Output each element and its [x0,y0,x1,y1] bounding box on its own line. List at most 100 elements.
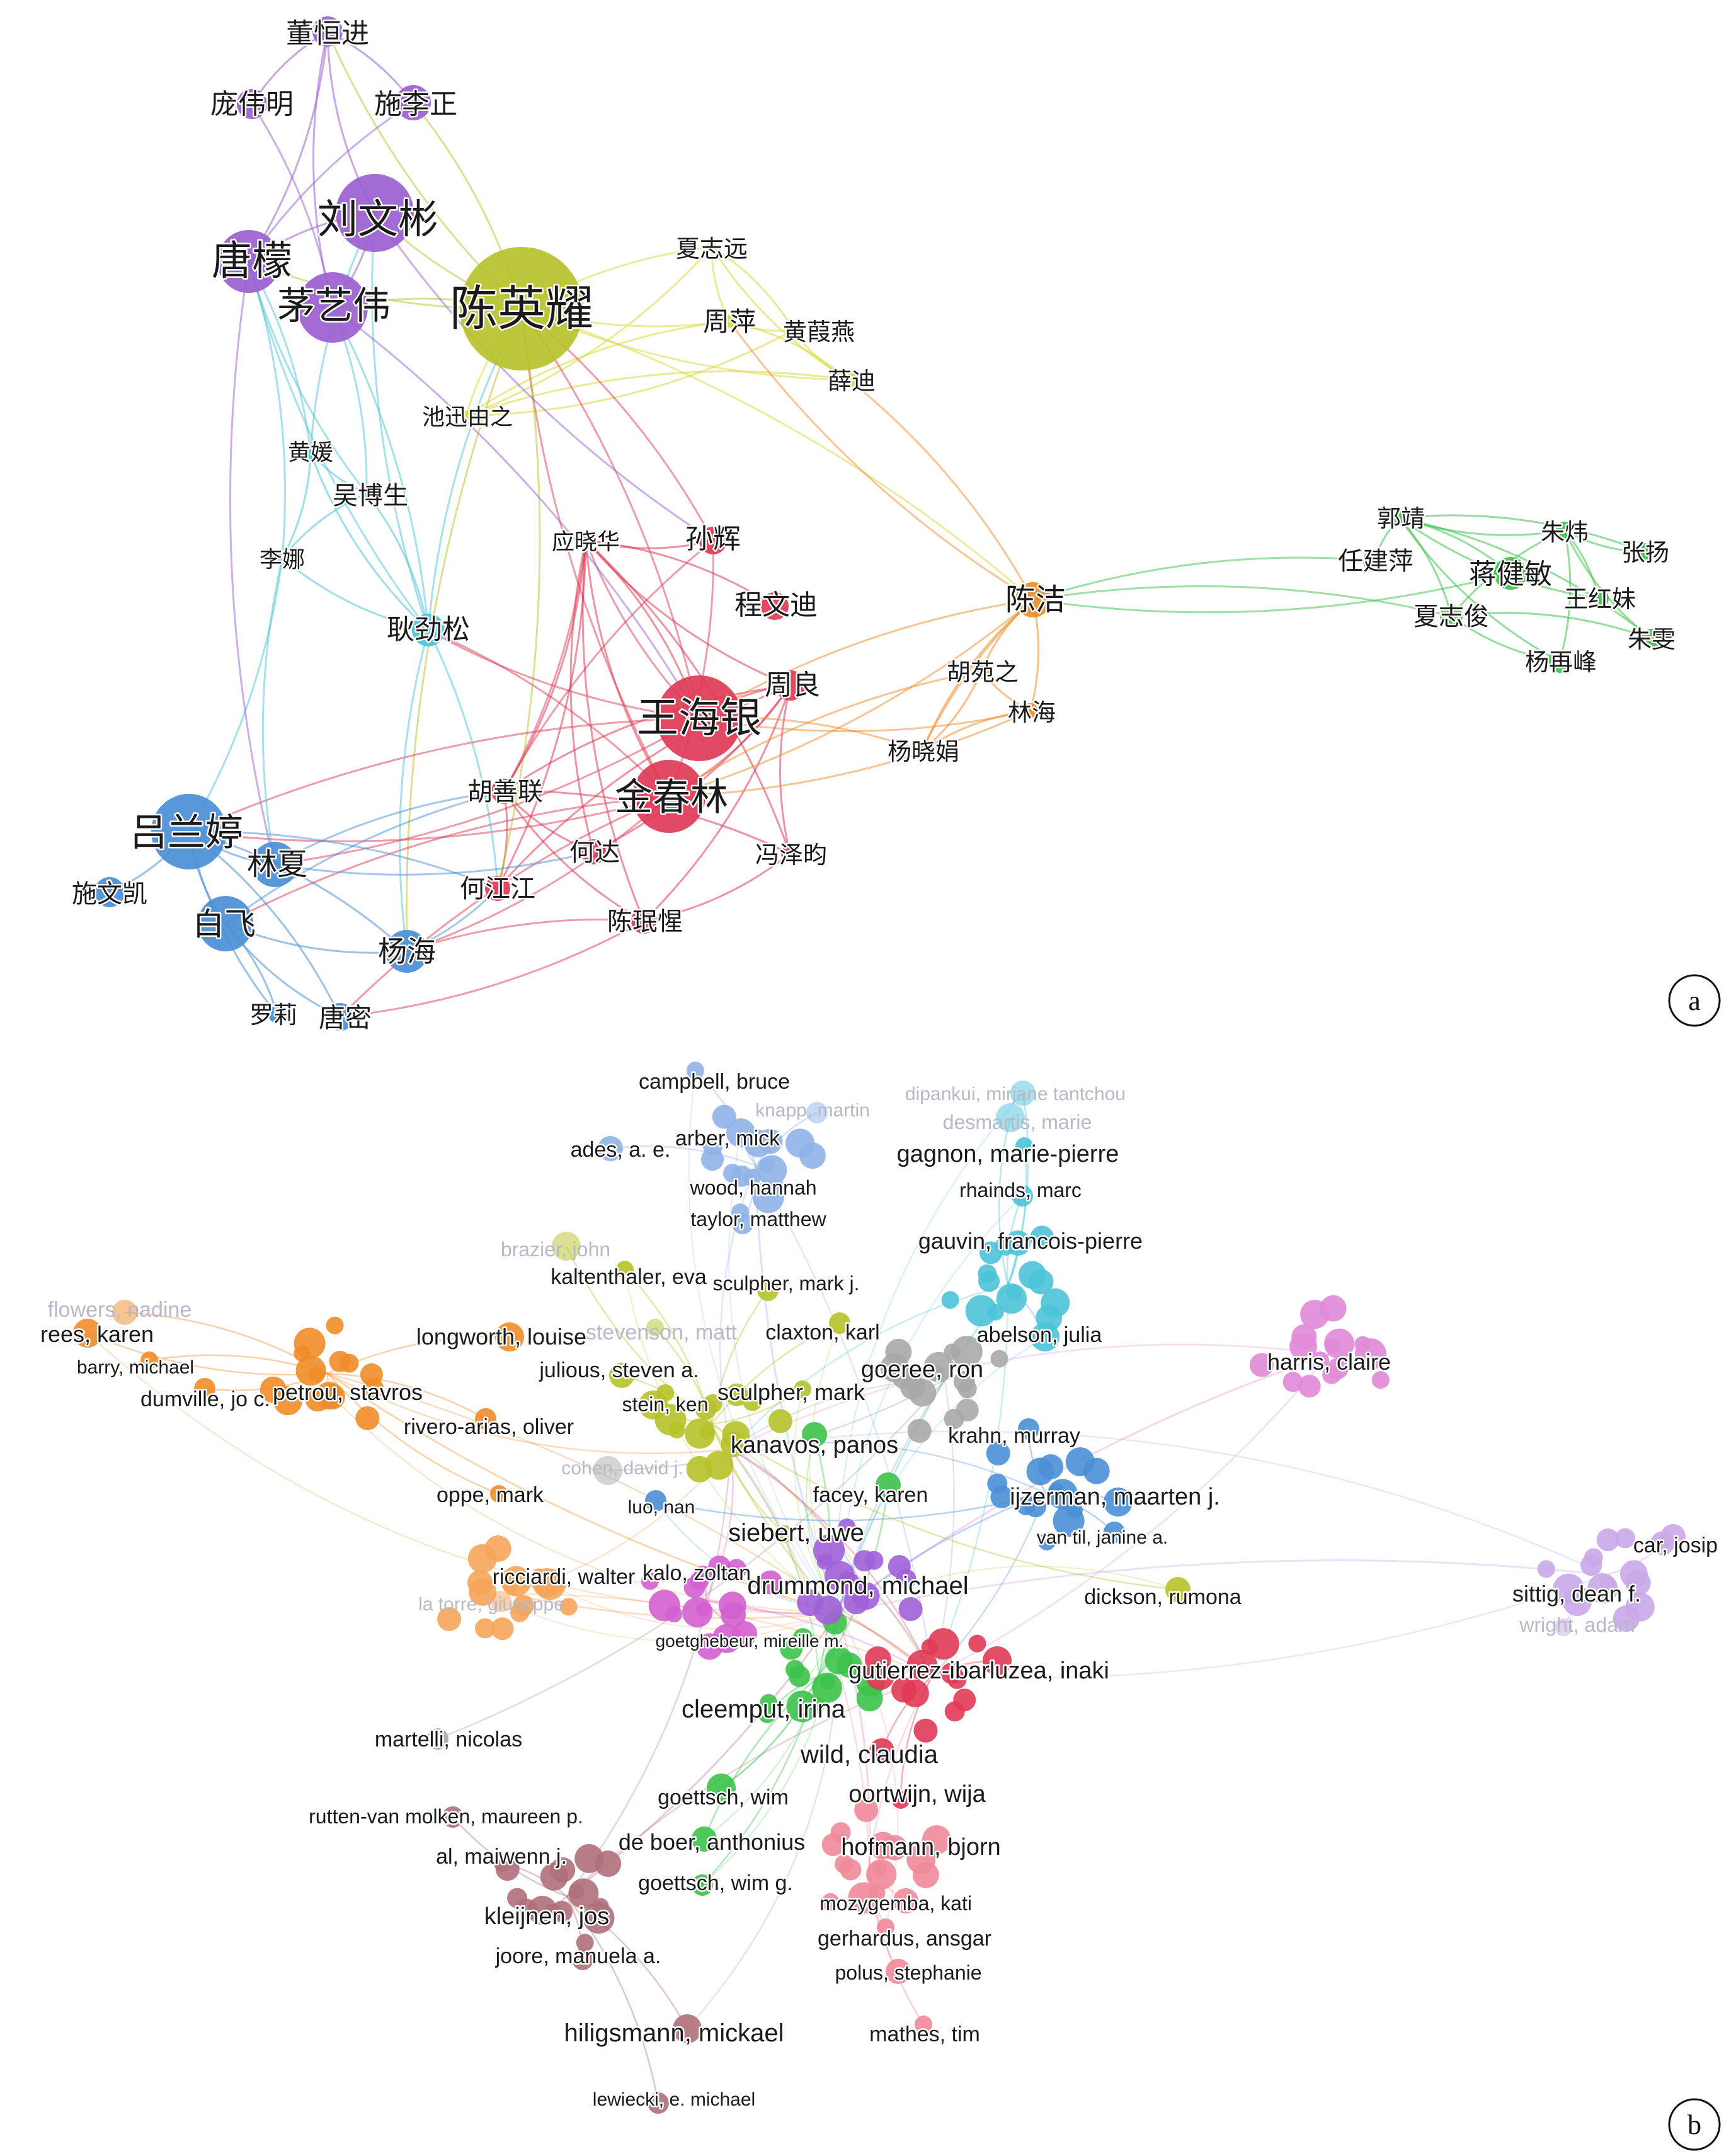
panel-b-node-273 [673,2014,702,2043]
panel-b-edge-1 [755,1165,934,1677]
panel-b-node-22 [996,1283,1027,1314]
panel-a-edge-92 [728,321,1034,601]
panel-b-node-label: petrou, stavros [273,1379,423,1405]
panel-b-node-12 [702,1135,723,1156]
panel-a-edge-83 [520,308,700,719]
panel-a-edge-132 [503,539,714,792]
panel-a-edge-127 [225,790,505,925]
panel-a-node-label: 金春林 [615,776,728,820]
panel-b-node-label: wood, hannah [689,1176,816,1199]
panel-a-edge-38 [642,685,792,922]
panel-b-node-210 [687,1062,704,1079]
panel-b-node-164 [467,1569,493,1595]
panel-a-node-label: 周萍 [703,306,756,337]
panel-b-node-label: hiligsmann, mickael [564,2019,784,2047]
panel-b-node-label: desmartis, marie [943,1111,1092,1133]
panel-b-node-label: sculpher, mark [717,1379,865,1405]
panel-a-edge-10 [465,246,713,417]
panel-b-node-272 [886,1959,911,1984]
panel-a-node-label: 王海银 [637,694,762,742]
panel-b-node-label: mathes, tim [869,2022,980,2046]
panel-a-edge-20 [281,492,367,559]
panel-b-node-220 [1005,1230,1031,1256]
panel-b-nodes [73,1062,1686,2114]
panel-b-node-133 [898,1597,923,1621]
panel-a-edge-98 [921,599,1034,752]
panel-a-edge-106 [225,795,670,925]
panel-a-node-label: 蒋健敏 [1469,558,1552,590]
panel-b-node-90 [1037,1532,1056,1551]
panel-a-node-label: 冯泽昀 [755,841,827,869]
panel-b-node-24 [1028,1269,1054,1295]
panel-b-node-206 [1625,1570,1651,1596]
panel-b-node-226 [140,1351,158,1369]
panel-b-node-91 [986,1441,1010,1465]
panel-b-node-232 [609,1363,634,1388]
panel-a-node-label: 陈洁 [1005,582,1066,617]
panel-b-node-41 [686,1455,713,1482]
panel-a-edge-93 [1032,556,1375,601]
panel-a-chinese-coauthor-network: 董恒进庞伟明施李正刘文彬唐檬茅艺伟陈英耀夏志远周萍黄葭燕薛迪池迅由之黄媛吴博生李… [71,16,1721,1035]
panel-b-node-40 [742,1391,763,1411]
panel-b-node-label: gutierrez-ibarluzea, inaki [848,1658,1109,1684]
panel-b-letter: b [1687,2109,1701,2140]
panel-b-node-36 [685,1418,716,1449]
panel-b-node-93 [1016,1496,1036,1515]
panel-b-node-label: gagnon, marie-pierre [897,1141,1119,1167]
panel-b-node-label: joore, manuela a. [495,1944,661,1968]
panel-a-edge-117 [248,261,368,494]
panel-a-node-label: 朱炜 [1541,519,1589,546]
panel-b-node-221 [552,1232,581,1261]
panel-a-node-32 [1363,549,1386,572]
panel-b-node-label: drummond, michael [747,1572,968,1600]
panel-b-node-53 [294,1327,326,1360]
panel-b-edge-48 [610,1145,757,1167]
panel-b-node-108 [837,1652,862,1678]
panel-b-node-label: siebert, uwe [728,1519,864,1547]
panel-b-node-54 [363,1378,384,1399]
panel-b-node-label: sittig, dean f. [1512,1581,1641,1607]
panel-a-node-label: 吕兰婷 [130,811,243,855]
panel-b-node-193 [848,1882,880,1914]
panel-a-edge-113 [371,212,430,631]
panel-a-node-3 [336,174,414,252]
panel-b-node-label: wright, adam [1519,1614,1635,1636]
panel-a-node-43 [198,896,253,951]
panel-b-node-219 [1012,1185,1033,1207]
panel-b-node-label: harris, claire [1267,1349,1391,1375]
panel-a-node-8 [723,315,736,328]
panel-a-nodes [94,16,1662,1031]
panel-a-node-45 [268,1006,286,1023]
panel-b-node-254 [1555,1619,1572,1636]
panel-a-node-6 [460,247,583,370]
panel-b-node-label: taylor, matthew [690,1208,826,1230]
panel-b-node-239 [1018,1418,1039,1440]
panel-b-edge-74 [809,1322,840,1614]
panel-a-node-23 [581,839,606,864]
panel-a-edge-129 [406,919,644,953]
panel-b-node-label: kalo, zoltan [642,1561,751,1585]
panel-b-badge: b [1668,2098,1721,2151]
panel-b-node-180 [507,1888,528,1908]
panel-b-node-251 [839,1573,860,1595]
panel-b-node-81 [1354,1338,1386,1370]
panel-b-node-125 [696,1633,723,1660]
panel-b-node-146 [968,1634,986,1653]
panel-a-node-13 [360,487,373,500]
panel-b-node-242 [490,1485,508,1503]
panel-b-node-label: dumville, jo c. [140,1387,270,1411]
panel-b-node-7 [712,1104,736,1129]
panel-a-edge-8 [711,246,795,331]
panel-a-node-label: 白飞 [193,906,256,943]
panel-b-node-174 [576,1934,594,1952]
panel-b-node-110 [792,1628,813,1649]
panel-b-node-122 [721,1602,746,1628]
panel-b-node-8 [757,1155,787,1186]
panel-b-node-230 [646,1319,664,1336]
panel-a-edge-7 [711,246,731,322]
panel-b-node-259 [427,1728,448,1750]
panel-b-node-51 [340,1353,359,1373]
panel-b-node-229 [495,1322,524,1351]
panel-b-node-160 [559,1598,578,1616]
panel-a-node-label: 孙辉 [685,523,741,555]
